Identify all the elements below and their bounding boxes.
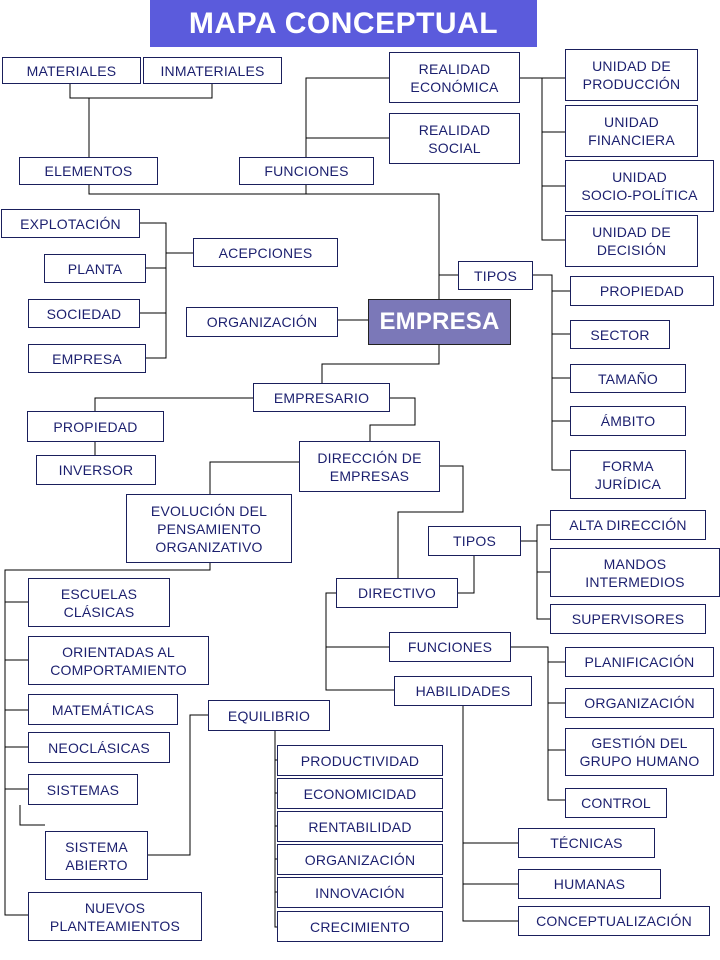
node-orientadas: ORIENTADAS AL COMPORTAMIENTO [28, 636, 209, 685]
node-economicidad: ECONOMICIDAD [277, 778, 443, 809]
node-unidad-decision: UNIDAD DE DECISIÓN [565, 215, 698, 267]
node-tipos-top: TIPOS [458, 261, 533, 290]
node-alta-direccion: ALTA DIRECCIÓN [550, 510, 706, 540]
node-elementos: ELEMENTOS [19, 157, 158, 185]
node-realidad-social: REALIDAD SOCIAL [389, 113, 520, 164]
node-equilibrio: EQUILIBRIO [208, 700, 330, 731]
node-propiedad-left: PROPIEDAD [27, 411, 164, 442]
node-sistemas: SISTEMAS [28, 774, 138, 805]
node-sistema-abierto: SISTEMA ABIERTO [45, 831, 148, 880]
node-inversor: INVERSOR [36, 455, 156, 485]
node-sector: SECTOR [570, 320, 670, 349]
node-evolucion: EVOLUCIÓN DEL PENSAMIENTO ORGANIZATIVO [126, 494, 292, 563]
node-acepciones: ACEPCIONES [193, 238, 338, 267]
node-productividad: PRODUCTIVIDAD [277, 745, 443, 776]
node-empresario: EMPRESARIO [253, 383, 390, 412]
page-title: MAPA CONCEPTUAL [150, 0, 537, 47]
node-control: CONTROL [565, 788, 667, 818]
node-unidad-financiera: UNIDAD FINANCIERA [565, 105, 698, 157]
node-unidad-sociopolitica: UNIDAD SOCIO-POLÍTICA [565, 160, 714, 212]
node-crecimiento: CRECIMIENTO [277, 911, 443, 942]
node-organizacion-right: ORGANIZACIÓN [565, 688, 714, 718]
node-humanas: HUMANAS [518, 869, 661, 899]
node-tecnicas: TÉCNICAS [518, 828, 655, 858]
node-conceptualizacion: CONCEPTUALIZACIÓN [518, 906, 710, 936]
node-neoclasicas: NEOCLÁSICAS [28, 732, 170, 763]
node-directivo: DIRECTIVO [336, 578, 458, 608]
node-mandos-intermedios: MANDOS INTERMEDIOS [550, 548, 720, 597]
node-propiedad-right: PROPIEDAD [570, 276, 714, 306]
node-organizacion-low: ORGANIZACIÓN [277, 844, 443, 875]
node-tipos-mid: TIPOS [428, 526, 521, 556]
node-funciones-mid: FUNCIONES [389, 632, 511, 662]
node-nuevos-planteamientos: NUEVOS PLANTEAMIENTOS [28, 892, 202, 941]
node-tamano: TAMAÑO [570, 364, 686, 393]
node-habilidades: HABILIDADES [394, 676, 532, 706]
node-explotacion: EXPLOTACIÓN [1, 209, 140, 238]
node-empresa-center: EMPRESA [368, 299, 511, 345]
node-ambito: ÁMBITO [570, 406, 686, 436]
node-organizacion-left: ORGANIZACIÓN [186, 307, 338, 337]
node-supervisores: SUPERVISORES [550, 604, 706, 634]
node-direccion-empresas: DIRECCIÓN DE EMPRESAS [299, 441, 440, 492]
node-gestion-grupo: GESTIÓN DEL GRUPO HUMANO [565, 728, 714, 776]
node-innovacion: INNOVACIÓN [277, 877, 443, 908]
node-planta: PLANTA [44, 254, 146, 283]
node-sociedad: SOCIEDAD [28, 299, 140, 328]
node-forma-juridica: FORMA JURÍDICA [570, 450, 686, 499]
node-unidad-produccion: UNIDAD DE PRODUCCIÓN [565, 49, 698, 101]
node-funciones-top: FUNCIONES [239, 157, 374, 185]
node-materiales: MATERIALES [2, 57, 141, 84]
node-matematicas: MATEMÁTICAS [28, 694, 178, 725]
node-inmateriales: INMATERIALES [143, 57, 282, 84]
node-planificacion: PLANIFICACIÓN [565, 647, 714, 677]
node-rentabilidad: RENTABILIDAD [277, 811, 443, 842]
node-realidad-economica: REALIDAD ECONÓMICA [389, 52, 520, 103]
node-escuelas-clasicas: ESCUELAS CLÁSICAS [28, 578, 170, 627]
node-empresa-small: EMPRESA [28, 344, 146, 373]
